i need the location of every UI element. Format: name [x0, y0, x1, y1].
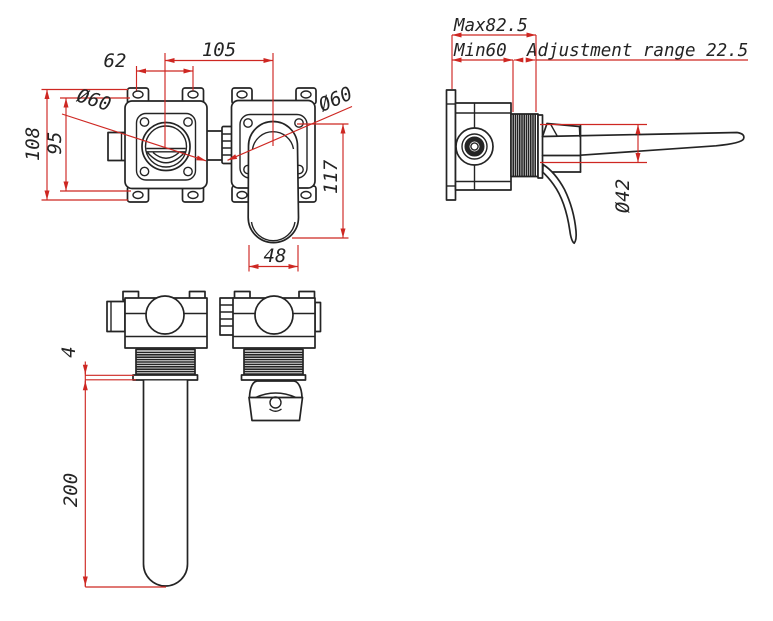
side-cartridge-cap — [455, 127, 494, 166]
dim-escutcheon-right: Ø60 — [315, 83, 355, 117]
dim-adjustment-range: Adjustment range 22.5 — [526, 41, 748, 61]
dim-flange-thickness: 4 — [58, 346, 80, 357]
front-left-valve-knob — [141, 121, 191, 172]
bottom-right-flange-plate — [240, 374, 307, 381]
dim-hole-spacing: 62 — [104, 50, 127, 72]
dim-hole-height: 95 — [44, 132, 66, 155]
bottom-left-threaded-collar — [135, 348, 196, 376]
bottom-coupler-nut — [219, 297, 235, 336]
bottom-right-port-circle — [254, 295, 294, 335]
front-left-tab-holes — [132, 90, 199, 200]
front-left-mounting-tabs — [126, 87, 205, 203]
side-lever-handle — [541, 163, 578, 245]
front-view-dimensions: 105 62 108 95 Ø60 Ø60 117 48 — [22, 39, 356, 272]
front-left-inlet-stub — [107, 131, 127, 162]
front-view — [107, 87, 317, 244]
side-threaded-barrel — [510, 113, 539, 178]
side-view-dimensions: Max82.5 Min60 Adjustment range 22.5 Ø42 — [451, 16, 748, 213]
dim-handle-width: 48 — [264, 245, 287, 267]
dim-spout-flange: Ø42 — [612, 179, 634, 213]
dim-plate-height: 108 — [22, 127, 44, 161]
front-left-inner-trim — [135, 112, 197, 181]
bottom-lever-handle — [248, 380, 304, 422]
bottom-left-port-circle — [145, 295, 185, 335]
dim-spout-reach: 200 — [60, 473, 82, 507]
dim-handle-length: 117 — [320, 159, 342, 194]
dim-min-depth: Min60 — [453, 41, 507, 61]
front-connector-pipe — [205, 130, 224, 161]
bottom-left-flange-plate — [132, 374, 199, 381]
bottom-spout-tube — [142, 380, 189, 587]
side-view — [445, 89, 745, 245]
side-spout-flange — [537, 114, 544, 179]
bottom-view-dimensions: 4 200 — [58, 346, 166, 588]
bottom-view — [106, 290, 322, 587]
dim-max-depth: Max82.5 — [453, 16, 528, 36]
front-left-corner-screws — [139, 117, 193, 177]
bottom-left-inlet-stub — [106, 300, 126, 333]
side-wall-bracket — [445, 89, 457, 201]
bottom-right-threaded-collar — [243, 348, 304, 376]
front-right-tab-holes — [236, 90, 312, 200]
side-spout — [541, 122, 745, 173]
dim-body-spacing: 105 — [202, 39, 236, 61]
